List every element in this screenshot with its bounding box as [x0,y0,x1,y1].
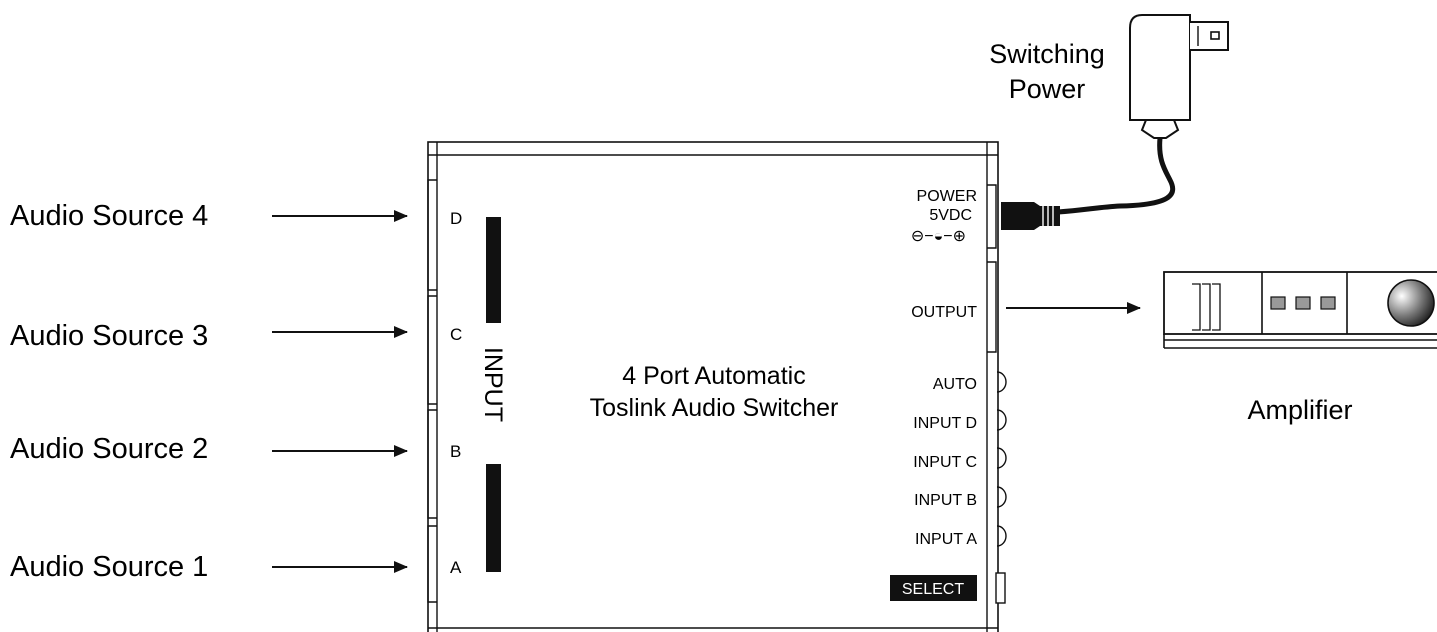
led-input-d [996,409,1007,431]
indicator-input-b-label: INPUT B [914,492,977,509]
amplifier-volume-knob[interactable] [1387,279,1435,327]
led-input-b [996,486,1007,508]
power-adapter-label-line1: Switching [989,39,1105,69]
switcher-device: D C B A INPUT 4 Port Automatic Toslink A… [427,141,1007,632]
polarity-symbol: ⊖−◒−⊕ [911,228,966,245]
led-auto [996,371,1007,393]
audio-source-4-label: Audio Source 4 [10,200,208,232]
indicator-input-c-label: INPUT C [913,454,977,471]
input-port-bumps [427,179,437,603]
input-port-c-label: C [450,325,462,344]
amplifier-device: Amplifier [1163,271,1437,425]
input-port-a-label: A [450,558,462,577]
input-port-b-label: B [450,442,461,461]
audio-source-2-label: Audio Source 2 [10,433,208,465]
adapter-strain-relief [1140,119,1180,139]
led-input-a [996,525,1007,547]
audio-source-3-label: Audio Source 3 [10,320,208,352]
select-button-label: SELECT [902,581,964,598]
amplifier-button-2[interactable] [1295,296,1311,310]
switching-power-adapter: Switching Power [989,14,1229,230]
audio-source-1: Audio Source 1 [10,551,408,583]
audio-source-2: Audio Source 2 [10,433,408,465]
switcher-housing [427,141,999,632]
input-bar-bottom [486,464,501,572]
amplifier-button-1[interactable] [1270,296,1286,310]
select-button-label-bg [890,575,977,601]
led-input-c [996,447,1007,469]
indicator-input-a-label: INPUT A [915,531,977,548]
dc-plug [1001,202,1060,230]
input-bar-top [486,217,501,323]
audio-source-1-label: Audio Source 1 [10,551,208,583]
power-voltage-label: 5VDC [929,207,972,224]
indicator-input-d-label: INPUT D [913,415,977,432]
indicator-leds [996,371,1007,547]
switcher-title-line2: Toslink Audio Switcher [590,394,839,422]
select-button[interactable] [995,572,1006,604]
audio-source-4: Audio Source 4 [10,200,408,232]
power-cable [1057,137,1176,215]
amplifier-label: Amplifier [1247,395,1352,425]
amplifier-vent [1192,283,1221,331]
output-label: OUTPUT [911,304,977,321]
adapter-plug-prong [1190,21,1229,51]
input-port-d-label: D [450,209,462,228]
input-vertical-label: INPUT [479,347,507,422]
amplifier-button-3[interactable] [1320,296,1336,310]
audio-source-3: Audio Source 3 [10,320,408,352]
indicator-auto-label: AUTO [933,376,977,393]
adapter-body [1129,14,1191,121]
power-label: POWER [917,188,977,205]
switcher-title-line1: 4 Port Automatic [622,362,805,390]
power-adapter-label-line2: Power [1009,74,1086,104]
